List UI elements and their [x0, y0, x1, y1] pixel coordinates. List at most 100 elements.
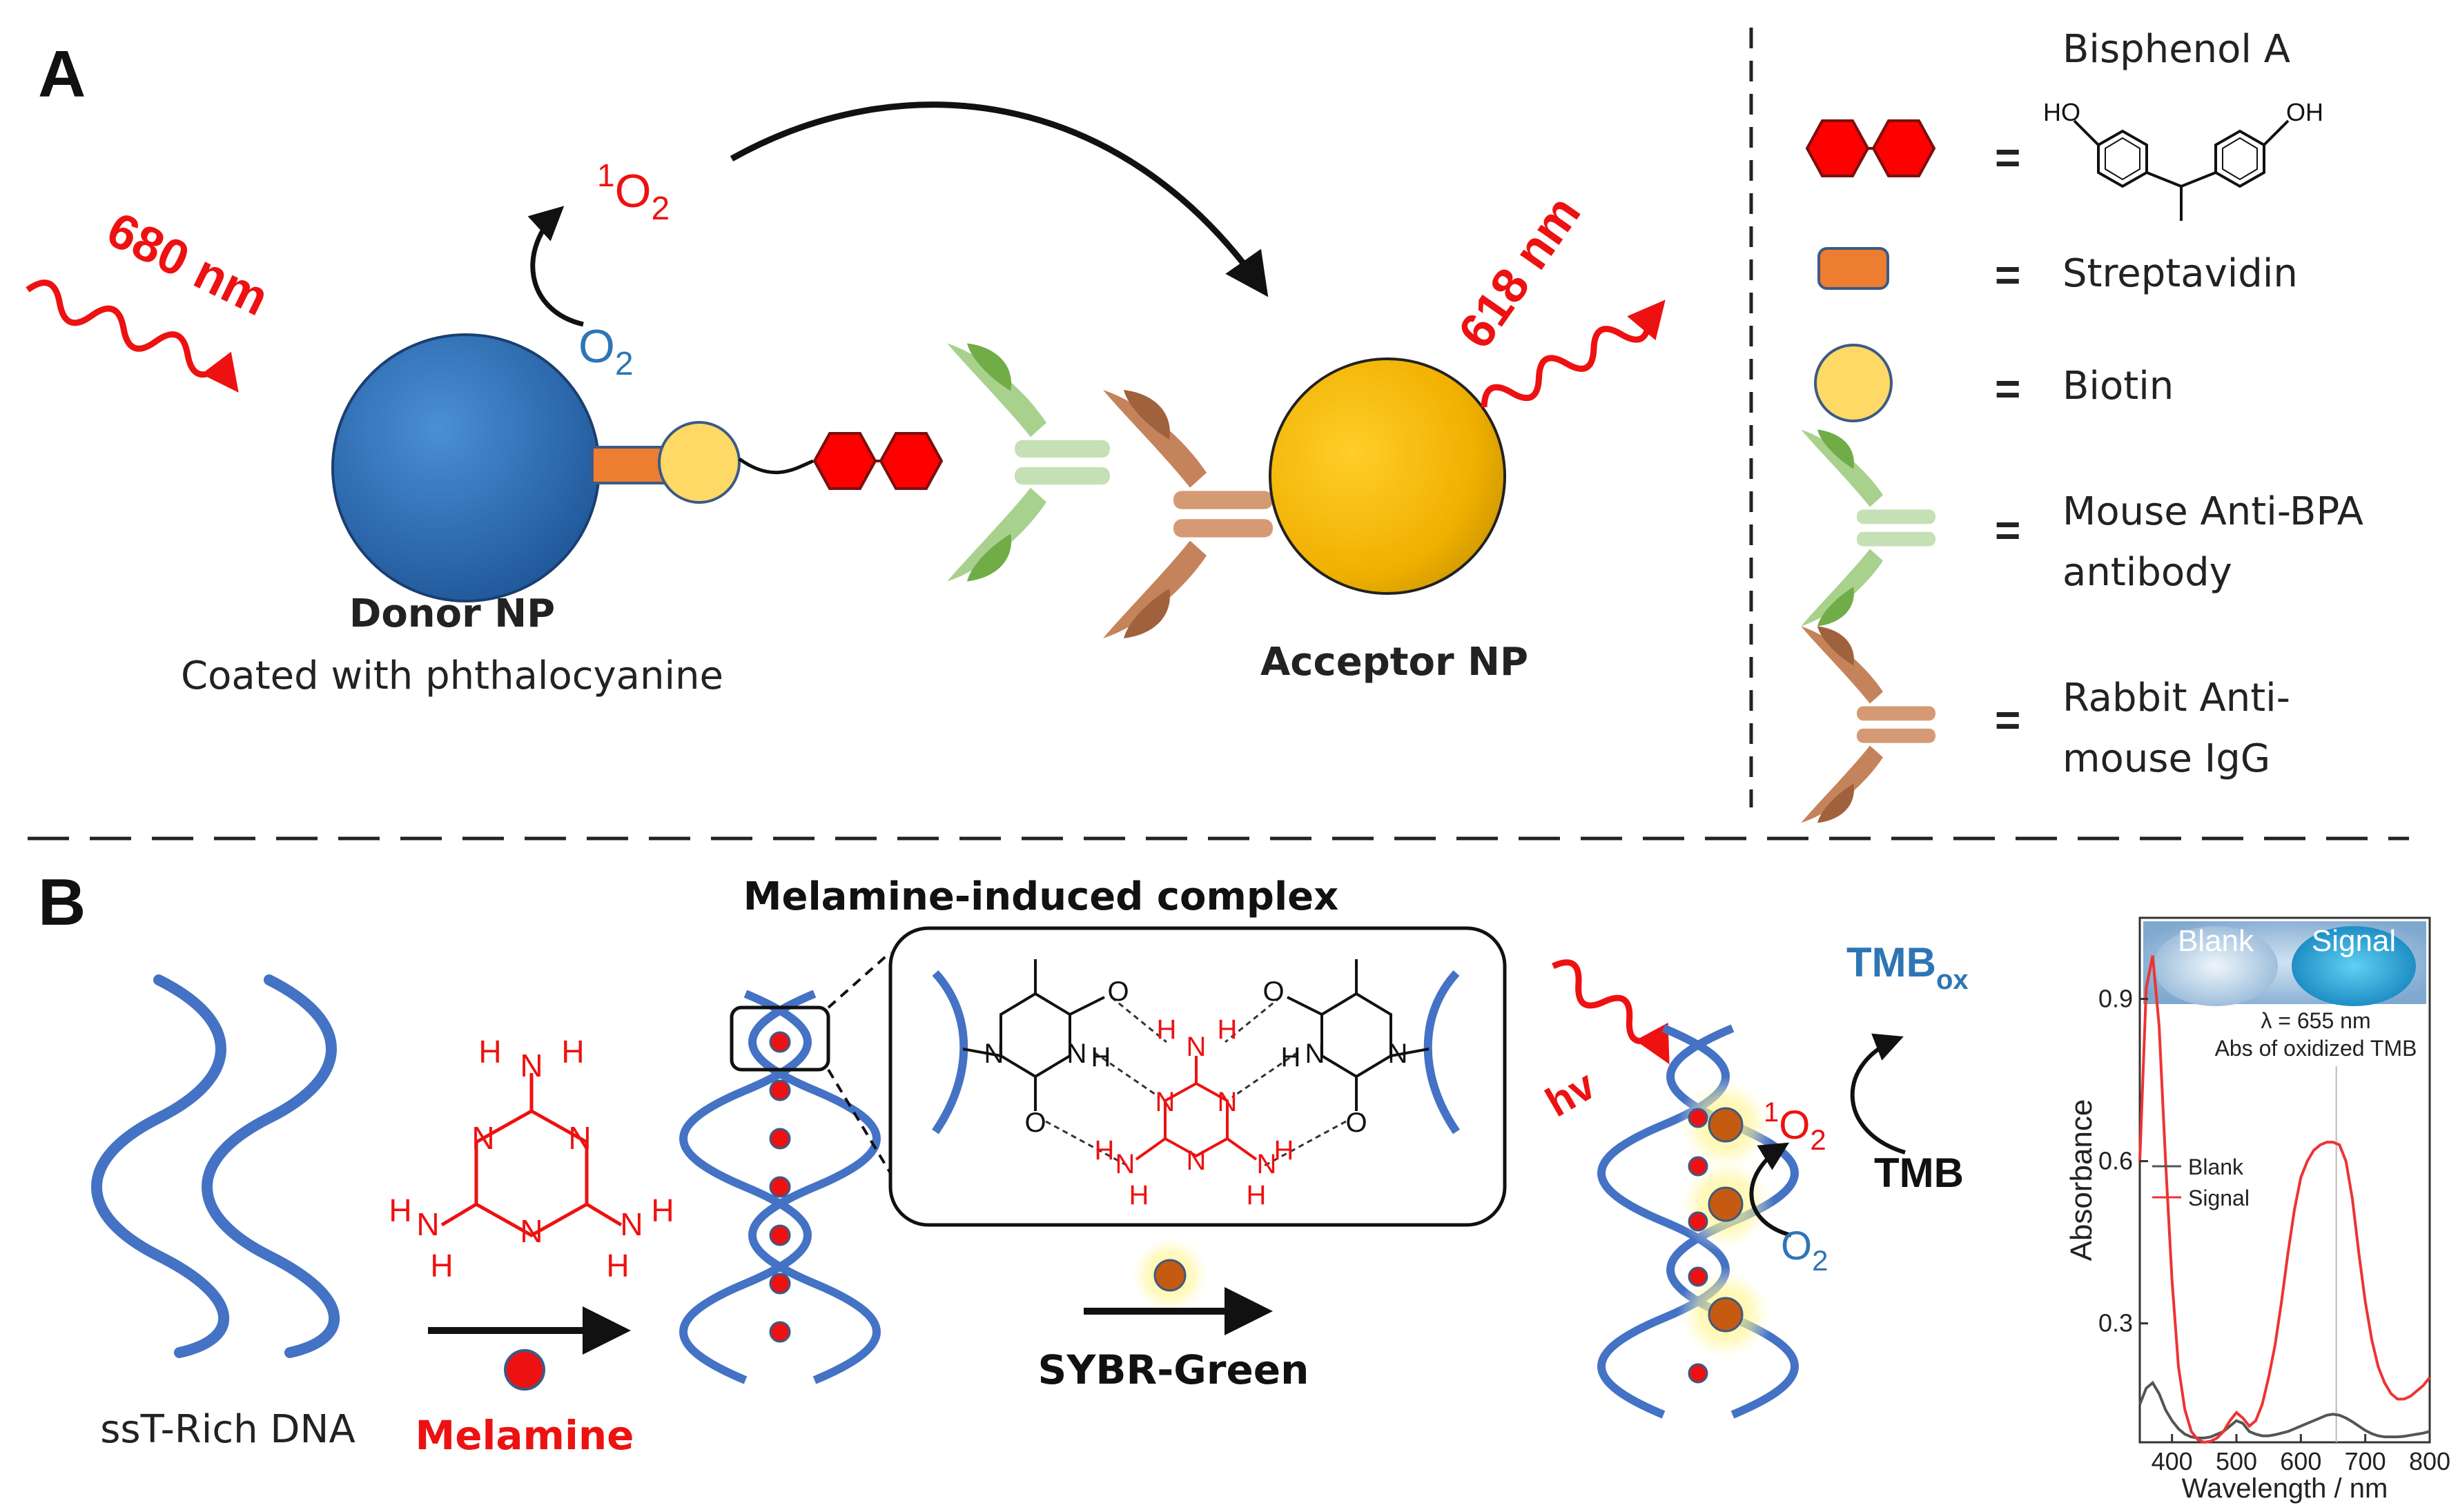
helix-oxygen-arrow	[1749, 1142, 1792, 1237]
donor-nanoparticle	[331, 333, 601, 602]
svg-text:N: N	[416, 1206, 439, 1242]
legend-equals-streptavidin: =	[1995, 250, 2020, 300]
svg-text:H: H	[1091, 1042, 1111, 1072]
y-tick-label: 0.9	[2098, 985, 2133, 1013]
svg-text:H: H	[606, 1248, 629, 1284]
legend-rabbit-antibody-symbol	[1801, 626, 1935, 823]
svg-text:O: O	[1107, 976, 1129, 1007]
svg-text:N: N	[1115, 1149, 1135, 1179]
svg-text:H: H	[1247, 1180, 1267, 1210]
donor-title: Donor NP	[349, 591, 555, 636]
tmb-label: TMB	[1874, 1150, 1964, 1196]
x-tick-label: 600	[2280, 1447, 2321, 1475]
tmbox-label: TMBox	[1846, 939, 1969, 995]
hv-wave	[1552, 959, 1670, 1065]
legend-bpa-symbol	[1806, 119, 1935, 177]
double-helix-complex	[679, 990, 881, 1384]
excitation-wave	[26, 279, 239, 393]
legend-mouse-antibody-symbol	[1801, 429, 1935, 627]
svg-text:O: O	[1024, 1108, 1046, 1138]
melamine-dot	[504, 1349, 545, 1391]
complex-title: Melamine-induced complex	[743, 874, 1339, 919]
series-line-blank	[2138, 1380, 2430, 1440]
chart-annotation-1: λ = 655 nm	[2261, 1008, 2370, 1033]
x-tick-label: 500	[2216, 1447, 2257, 1475]
svg-text:N: N	[1187, 1032, 1207, 1062]
legend-biotin-symbol	[1814, 344, 1893, 422]
chart-annotation-2: Abs of oxidized TMB	[2215, 1036, 2417, 1061]
bpa-oh: OH	[2286, 98, 2323, 126]
svg-text:N: N	[520, 1048, 543, 1083]
svg-text:N: N	[568, 1120, 591, 1156]
svg-text:H: H	[561, 1034, 584, 1070]
svg-text:H: H	[1095, 1135, 1115, 1166]
svg-text:O: O	[1262, 976, 1284, 1007]
linker	[738, 457, 814, 475]
legend-label-bpa: Bisphenol A	[2062, 27, 2290, 72]
chart-legend: Blank Signal	[2152, 1155, 2250, 1210]
legend-signal: Signal	[2188, 1186, 2250, 1210]
mouse-antibody	[947, 343, 1110, 582]
svg-text:H: H	[651, 1192, 674, 1228]
chart-series	[2138, 955, 2431, 1444]
helix-melamine-dots	[769, 1031, 791, 1343]
legend-label-streptavidin: Streptavidin	[2062, 251, 2298, 296]
svg-text:N: N	[1305, 1039, 1325, 1069]
y-tick-label: 0.6	[2098, 1147, 2133, 1175]
chart-ylabel: Absorbance	[2065, 1099, 2098, 1261]
svg-text:N: N	[1257, 1149, 1277, 1179]
singlet-oxygen-a: 1O2	[597, 157, 670, 227]
zoom-box	[730, 1005, 830, 1072]
legend-label-mouse-2: antibody	[2062, 550, 2232, 595]
chart-plot-area	[2138, 916, 2431, 1444]
series-line-signal	[2138, 955, 2431, 1444]
dna-label: ssT-Rich DNA	[100, 1407, 355, 1452]
bpa-ho: HO	[2043, 98, 2080, 126]
legend-label-rabbit-1: Rabbit Anti-	[2062, 676, 2290, 720]
donor-subtitle: Coated with phthalocyanine	[181, 654, 723, 698]
legend-label-biotin: Biotin	[2062, 364, 2174, 409]
legend-equals-mouse: =	[1995, 505, 2020, 555]
singlet-oxygen-transfer-arrow	[730, 101, 1269, 297]
oxygen-conversion-arrow	[527, 206, 584, 327]
svg-text:N: N	[1155, 1087, 1176, 1117]
oxygen-b: O2	[1781, 1224, 1828, 1277]
absorbance-chart: Blank Signal λ = 655 nm Abs of oxidized …	[2065, 916, 2450, 1504]
inset-signal-label: Signal	[2312, 924, 2396, 958]
svg-text:H: H	[389, 1192, 411, 1228]
rabbit-antibody	[1103, 390, 1273, 638]
hv-label: hv	[1538, 1061, 1603, 1126]
melamine-label: Melamine	[415, 1412, 634, 1459]
y-tick-label: 0.3	[2098, 1309, 2133, 1337]
legend-equals-biotin: =	[1995, 364, 2020, 413]
blank-well	[2154, 926, 2278, 1006]
helix-sybr-dots	[1688, 1107, 1744, 1384]
singlet-oxygen-b: 1O2	[1764, 1097, 1826, 1156]
melamine-atoms: N H H N N N N H H N H H	[389, 1034, 674, 1284]
streptavidin-block	[591, 446, 665, 484]
svg-text:H: H	[430, 1248, 453, 1284]
acceptor-nanoparticle	[1269, 357, 1506, 595]
sybr-dot	[1153, 1259, 1187, 1292]
svg-text:N: N	[620, 1206, 643, 1242]
svg-text:N: N	[1187, 1146, 1207, 1176]
emission-wave	[1481, 300, 1666, 408]
x-tick-label: 700	[2345, 1447, 2386, 1475]
svg-text:H: H	[1157, 1014, 1177, 1045]
svg-text:N: N	[471, 1120, 494, 1156]
svg-text:N: N	[1218, 1087, 1238, 1117]
excitation-label: 680 nm	[99, 202, 277, 326]
signal-well	[2292, 926, 2416, 1006]
legend: Bisphenol A = HO OH = Streptavidin = Bio…	[1801, 27, 2363, 823]
svg-text:N: N	[520, 1213, 543, 1249]
biotin-circle	[658, 421, 741, 504]
chart-xlabel: Wavelength / nm	[2182, 1473, 2388, 1504]
emission-label: 618 nm	[1448, 186, 1592, 358]
complex-atoms: O O O O N N N N H H N H H N N N N N H H …	[984, 976, 1408, 1210]
inset-blank-label: Blank	[2178, 924, 2254, 958]
svg-text:H: H	[478, 1034, 501, 1070]
svg-text:O: O	[1345, 1108, 1367, 1138]
bpa-structure	[2073, 119, 2290, 221]
single-strand-dna	[91, 974, 340, 1358]
